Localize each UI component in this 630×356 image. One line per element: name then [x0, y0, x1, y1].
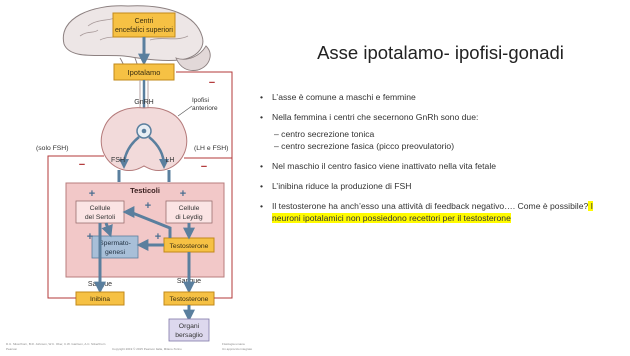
gnrh-label: GnRH	[134, 99, 153, 106]
only-fsh-label: (solo FSH)	[36, 145, 68, 152]
bullet-item: •L’asse è comune a maschi e femmine	[260, 92, 416, 102]
anterior-pituitary-label-2: anteriore	[192, 105, 218, 112]
sub-bullet-item: – centro secrezione fasica (picco preovu…	[274, 141, 455, 151]
pituitary-gland: FSH LH	[100, 107, 188, 171]
testosterone-inner-label: Testosterone	[170, 243, 209, 250]
svg-text:+: +	[89, 188, 95, 200]
bullet-item: •Il testosterone ha anch’esso una attivi…	[260, 201, 594, 223]
svg-text:−: −	[201, 161, 207, 173]
svg-text:+: +	[145, 200, 151, 212]
footer-copyright: Copyright 2019 © 2015 Pearson Italia, Mi…	[112, 347, 182, 351]
negative-feedback-loops	[47, 71, 233, 299]
hypothalamus-box: Ipotalamo	[113, 63, 175, 81]
testosterone-outer-label: Testosterone	[170, 296, 209, 303]
sub-bullet-item: – centro secrezione tonica	[274, 129, 375, 139]
footer-publisher: Pearson	[6, 347, 18, 351]
higher-centers-label-1: Centri	[135, 18, 154, 25]
spermatogenesis-label-2: genesi	[105, 249, 126, 256]
footer-book-title: Fisiologia umana	[222, 342, 245, 346]
inhibin-label: Inibina	[90, 296, 110, 303]
hpg-axis-diagram: Centri encefalici superiori Ipotalamo Gn…	[36, 5, 233, 342]
pituitary-stalk	[139, 80, 149, 108]
target-organs-label-1: Organi	[179, 323, 200, 330]
lh-label: LH	[166, 157, 175, 164]
stimulatory-signs: + + + + +	[87, 188, 186, 243]
inhibitory-signs: − − −	[79, 77, 215, 173]
target-organs-box	[168, 318, 210, 342]
bullet-item: •Nel maschio il centro fasico viene inat…	[260, 161, 497, 171]
footer-authors: D.U. Silverthorn, B.R. Johnson, W.C. Obe…	[6, 342, 106, 346]
sertoli-label-1: Cellule	[90, 205, 111, 212]
bullet-item: •L’inibina riduce la produzione di FSH	[260, 181, 412, 191]
higher-centers-box: Centri encefalici superiori	[112, 12, 176, 38]
svg-text:+: +	[180, 188, 186, 200]
bullet-text: Il testosterone ha anch’esso una attivit…	[272, 201, 589, 211]
anterior-pituitary-label-1: Ipofisi	[192, 97, 209, 104]
leydig-label-2: di Leydig	[175, 214, 202, 221]
higher-centers-label-2: encefalici superiori	[115, 27, 173, 34]
leydig-label-1: Cellule	[179, 205, 200, 212]
testes-label: Testicoli	[130, 186, 160, 195]
sertoli-label-2: del Sertoli	[85, 214, 116, 221]
lh-fsh-label: (LH e FSH)	[194, 145, 228, 152]
bullet-item: •Nella femmina i centri che secernono Gn…	[260, 112, 479, 122]
svg-text:+: +	[87, 231, 93, 243]
svg-text:−: −	[79, 159, 85, 171]
target-organs-label-2: bersaglio	[175, 332, 203, 339]
svg-text:+: +	[155, 231, 161, 243]
footer-book-subtitle: Un approccio integrato	[222, 347, 253, 351]
svg-text:−: −	[209, 77, 215, 89]
fsh-label: FSH	[111, 157, 125, 164]
testes-box: Testicoli Cellule del Sertoli Cellule di…	[65, 182, 225, 278]
hypothalamus-label: Ipotalamo	[128, 68, 161, 77]
spermatogenesis-label-1: Spermato-	[99, 240, 131, 247]
slide-title: Asse ipotalamo- ipofisi-gonadi	[317, 42, 564, 63]
